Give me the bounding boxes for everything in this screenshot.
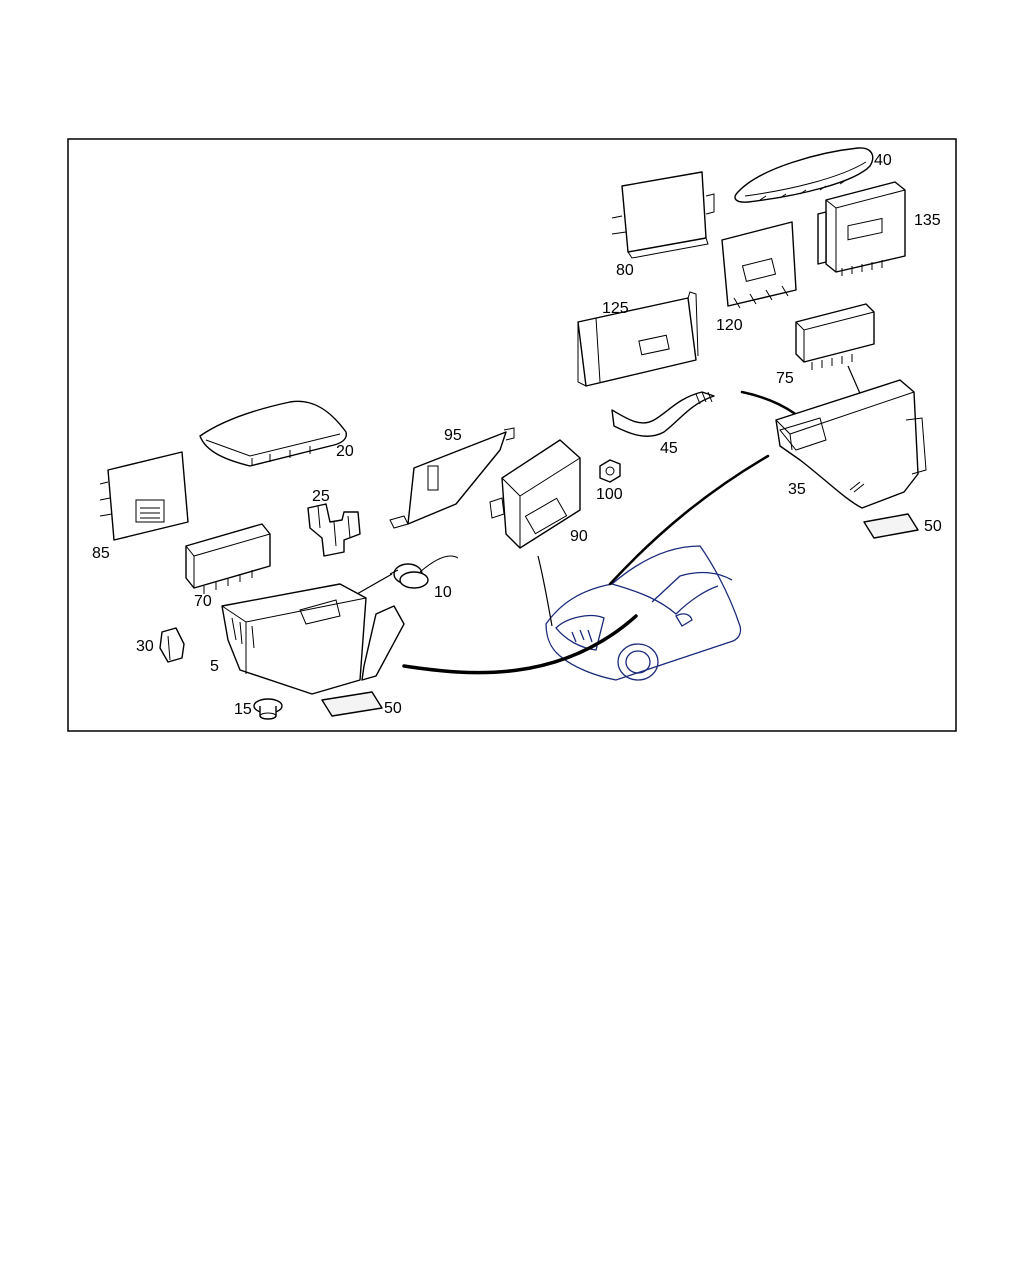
part-50-pad-right[interactable] bbox=[863, 513, 919, 539]
label-125: 125 bbox=[602, 300, 629, 317]
label-5: 5 bbox=[210, 658, 219, 675]
part-15-grommet[interactable] bbox=[253, 698, 283, 720]
label-70: 70 bbox=[194, 593, 212, 610]
label-120: 120 bbox=[716, 317, 743, 334]
connector-line-car-35 bbox=[608, 454, 770, 586]
part-30-clip[interactable] bbox=[159, 627, 185, 663]
part-5-box[interactable] bbox=[221, 583, 405, 695]
label-85: 85 bbox=[92, 545, 110, 562]
label-25: 25 bbox=[312, 488, 330, 505]
part-85-module[interactable] bbox=[99, 451, 189, 541]
part-120-module[interactable] bbox=[721, 221, 797, 309]
label-15: 15 bbox=[234, 701, 252, 718]
part-80-module[interactable] bbox=[611, 171, 715, 259]
label-90: 90 bbox=[570, 528, 588, 545]
part-90-control-module[interactable] bbox=[489, 439, 581, 549]
diagram-frame bbox=[67, 138, 957, 732]
part-75-relay-module[interactable] bbox=[795, 303, 875, 370]
label-80: 80 bbox=[616, 262, 634, 279]
label-75: 75 bbox=[776, 370, 794, 387]
part-45-hose[interactable] bbox=[611, 391, 715, 437]
label-30: 30 bbox=[136, 638, 154, 655]
label-10: 10 bbox=[434, 584, 452, 601]
connector-line-car-5 bbox=[402, 614, 638, 675]
part-50-pad-left[interactable] bbox=[321, 691, 383, 717]
label-95: 95 bbox=[444, 427, 462, 444]
part-10-pump[interactable] bbox=[389, 555, 459, 589]
label-100: 100 bbox=[596, 486, 623, 503]
part-20-cover[interactable] bbox=[199, 400, 347, 467]
label-50-left: 50 bbox=[384, 700, 402, 717]
label-40: 40 bbox=[874, 152, 892, 169]
leader-90-car bbox=[537, 555, 553, 627]
part-125-housing[interactable] bbox=[577, 291, 699, 387]
label-20: 20 bbox=[336, 443, 354, 460]
part-100-nut[interactable] bbox=[599, 459, 621, 483]
part-95-bracket[interactable] bbox=[389, 427, 515, 529]
part-40-cover[interactable] bbox=[734, 147, 874, 203]
part-135-control-unit[interactable] bbox=[817, 181, 906, 276]
label-45: 45 bbox=[660, 440, 678, 457]
label-35: 35 bbox=[788, 481, 806, 498]
part-25-bracket[interactable] bbox=[307, 503, 361, 557]
part-70-relay-module[interactable] bbox=[185, 523, 271, 594]
car-outline bbox=[545, 545, 742, 681]
part-35-box[interactable] bbox=[775, 379, 927, 509]
label-135: 135 bbox=[914, 212, 941, 229]
label-50-right: 50 bbox=[924, 518, 942, 535]
